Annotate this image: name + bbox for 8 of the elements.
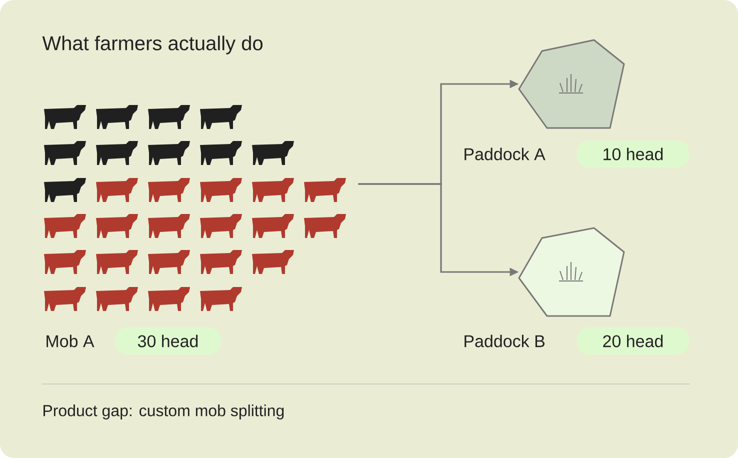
caption: Product gap: custom mob splitting	[44, 404, 284, 420]
title: What farmers actually do	[42, 36, 263, 54]
count-badge: 30 head	[115, 328, 221, 354]
count-badge: 10 head	[577, 140, 689, 168]
node-label: Paddock A	[464, 148, 546, 160]
node-label: Paddock B	[464, 334, 544, 348]
node-label: Mob A	[46, 334, 94, 348]
count-badge: 20 head	[577, 328, 689, 354]
